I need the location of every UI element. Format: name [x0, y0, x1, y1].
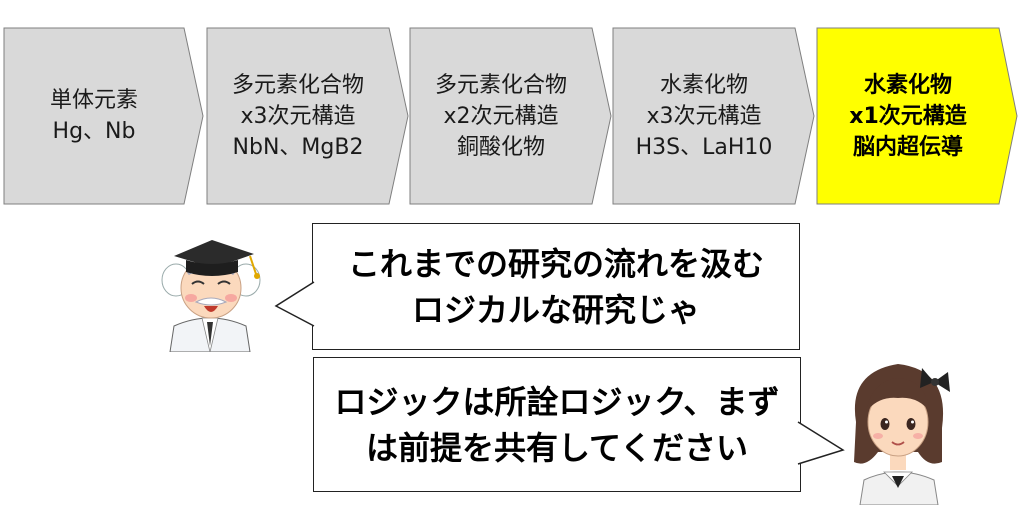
- step-5-line-3: 脳内超伝導: [852, 134, 963, 160]
- step-3-line-2: x2次元構造: [443, 103, 559, 129]
- girl-illustration: [854, 364, 950, 505]
- professor-speech-line-1: これまでの研究の流れを汲む: [347, 244, 764, 283]
- step-4-line-3: H3S、LaH10: [635, 134, 773, 160]
- step-1-label: 単体元素 Hg、Nb: [4, 28, 184, 204]
- step-4-line-2: x3次元構造: [646, 103, 762, 129]
- step-3-line-1: 多元素化合物: [434, 72, 567, 98]
- step-3-shape: [409, 27, 612, 205]
- girl-speech-bubble: ロジックは所詮ロジック、まず は前提を共有してください: [313, 357, 801, 492]
- step-1-line-1: 単体元素: [49, 88, 138, 113]
- girl-speech-line-1: ロジックは所詮ロジック、まず: [334, 382, 780, 421]
- step-4-shape: [612, 27, 815, 205]
- step-1-line-2: Hg、Nb: [52, 119, 136, 144]
- step-5-line-2: x1次元構造: [849, 103, 967, 129]
- step-4-label: 水素化物 x3次元構造 H3S、LaH10: [613, 28, 795, 204]
- step-2-line-1: 多元素化合物: [231, 72, 364, 98]
- step-5-shape: [816, 27, 1018, 205]
- step-2-line-2: x3次元構造: [240, 103, 356, 129]
- step-2-line-3: NbN、MgB2: [232, 134, 364, 160]
- step-5-line-1: 水素化物: [863, 72, 952, 98]
- step-5-label: 水素化物 x1次元構造 脳内超伝導: [817, 28, 999, 204]
- process-flow: [3, 27, 1018, 205]
- girl-bubble-tail: [797, 421, 845, 465]
- girl-speech-line-2: は前提を共有してください: [365, 428, 749, 467]
- step-2-label: 多元素化合物 x3次元構造 NbN、MgB2: [207, 28, 389, 204]
- professor-illustration: [161, 240, 261, 352]
- step-2-shape: [206, 27, 409, 205]
- professor-speech-bubble: これまでの研究の流れを汲む ロジカルな研究じゃ: [312, 223, 800, 350]
- step-4-line-1: 水素化物: [659, 72, 748, 98]
- step-3-line-3: 銅酸化物: [456, 134, 545, 160]
- step-1-shape: [3, 27, 204, 205]
- step-3-label: 多元素化合物 x2次元構造 銅酸化物: [410, 28, 592, 204]
- professor-speech-line-2: ロジカルな研究じゃ: [411, 290, 700, 329]
- professor-bubble-tail: [274, 281, 315, 327]
